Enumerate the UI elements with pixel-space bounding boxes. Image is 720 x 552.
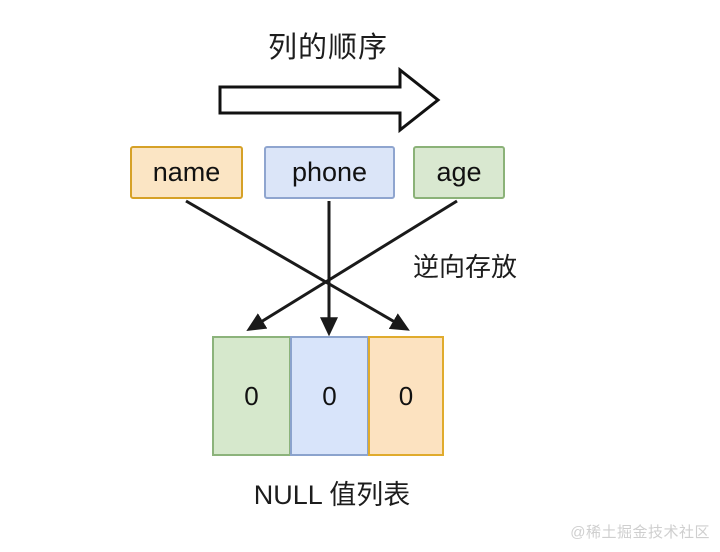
diagram-title: 列的顺序 — [0, 28, 720, 68]
null-cell-1[interactable]: 0 — [212, 336, 291, 456]
column-box-age-label: age — [436, 157, 482, 187]
watermark: @稀土掘金技术社区 — [570, 525, 710, 540]
null-cell-1-value: 0 — [244, 381, 259, 411]
diagram-caption: NULL 值列表 — [0, 482, 720, 509]
arrow-name-to-slot3 — [185, 199, 410, 331]
column-box-name[interactable]: name — [130, 146, 243, 199]
null-cell-3[interactable]: 0 — [368, 336, 444, 456]
watermark-text: @稀土掘金技术社区 — [570, 524, 710, 541]
null-cell-2[interactable]: 0 — [290, 336, 369, 456]
column-box-phone[interactable]: phone — [264, 146, 395, 199]
order-direction-arrow — [218, 66, 441, 134]
reverse-storage-label: 逆向存放 — [413, 254, 517, 280]
reverse-storage-label-text: 逆向存放 — [413, 252, 518, 282]
column-box-phone-label: phone — [291, 157, 368, 187]
diagram-title-text: 列的顺序 — [267, 32, 388, 64]
null-cell-2-value: 0 — [322, 381, 337, 411]
column-box-name-label: name — [152, 157, 221, 187]
null-cell-3-value: 0 — [398, 381, 414, 411]
diagram-caption-text: NULL 值列表 — [253, 480, 411, 510]
column-box-age[interactable]: age — [413, 146, 505, 199]
